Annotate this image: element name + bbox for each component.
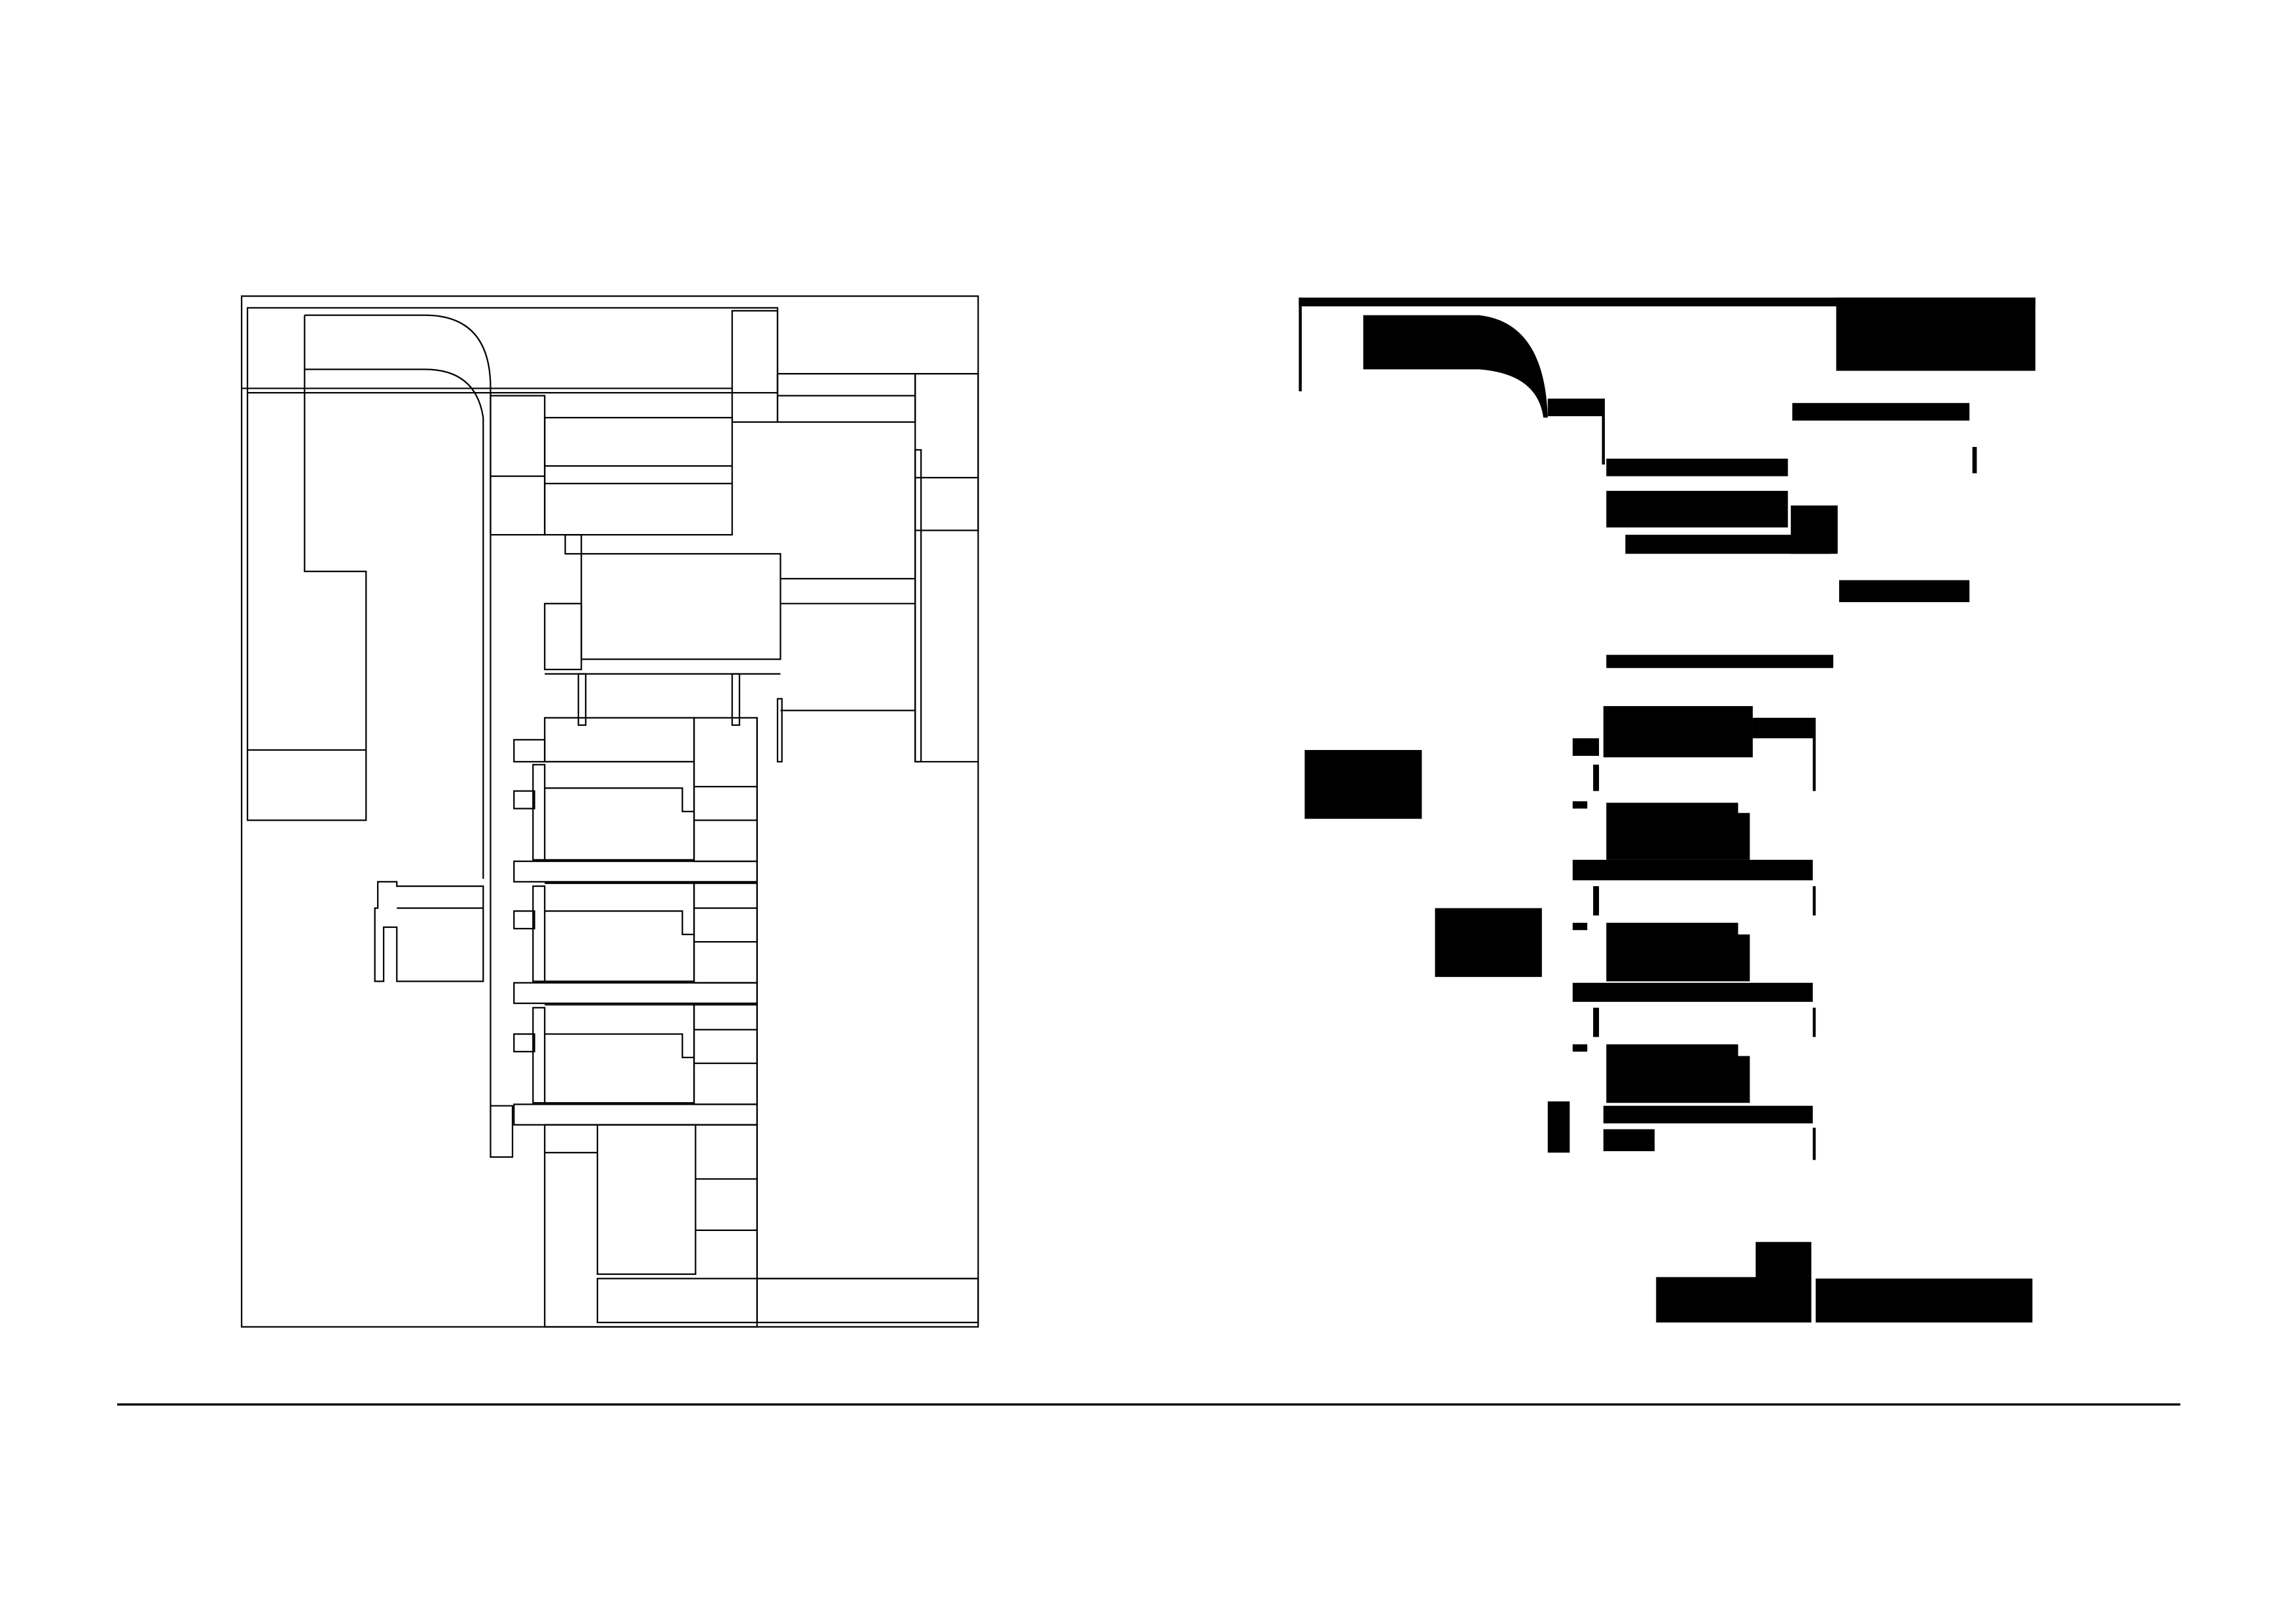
solid-bar-4 xyxy=(1625,535,1831,554)
unit-row-2 xyxy=(513,882,758,1005)
post-3 xyxy=(776,698,783,763)
unit-row-1 xyxy=(513,717,758,883)
solid-left-block xyxy=(1304,750,1422,819)
top-block-1 xyxy=(731,310,779,423)
solid-bar-7 xyxy=(1603,1129,1655,1152)
solid-post xyxy=(1547,1101,1570,1153)
solid-rounded-block xyxy=(1363,315,1548,418)
top-block-2 xyxy=(490,395,546,536)
left-stepped-block xyxy=(246,315,367,821)
solid-bar-2 xyxy=(1792,402,1970,421)
solid-bottom-right-bar xyxy=(1816,1278,2033,1323)
solid-left-tick xyxy=(1299,297,1302,391)
middle-left-box xyxy=(544,603,583,671)
solid-bar-6 xyxy=(1606,654,1834,668)
outline-plan-panel xyxy=(241,295,979,1328)
rounded-inner xyxy=(304,368,484,879)
right-column-outline xyxy=(914,530,978,763)
solid-bar-5 xyxy=(1839,580,1970,603)
unit-row-3 xyxy=(513,1004,758,1126)
solid-block-mid xyxy=(1606,491,1788,527)
top-block-3 xyxy=(544,417,733,536)
rounded-block xyxy=(304,314,514,1158)
right-upper-box xyxy=(914,372,979,531)
solid-unit-row-2 xyxy=(1572,886,1816,1002)
right-column-strip xyxy=(914,449,922,763)
middle-left-step xyxy=(564,534,583,555)
top-block-4 xyxy=(776,372,916,423)
solid-bottom-bar xyxy=(1656,1277,1812,1323)
solid-tick-1 xyxy=(1602,399,1605,465)
solid-unit-row-1 xyxy=(1572,705,1816,881)
bottom-inner xyxy=(596,1124,696,1275)
bottom-block xyxy=(544,1124,758,1328)
solid-bar-3 xyxy=(1606,458,1788,476)
middle-block xyxy=(581,553,781,660)
solid-bottom-post xyxy=(1755,1241,1812,1280)
solid-plan-panel xyxy=(1299,297,2036,1323)
solid-tick-2 xyxy=(1972,446,1977,474)
inner-boundary xyxy=(246,307,779,394)
left-wing xyxy=(374,881,484,982)
post-1 xyxy=(577,673,587,726)
post-2 xyxy=(731,673,740,726)
solid-wing xyxy=(1435,908,1542,977)
bottom-right-strip xyxy=(596,1277,979,1323)
solid-bar-1 xyxy=(1547,399,1605,416)
outer-boundary xyxy=(241,295,979,1328)
solid-unit-row-3 xyxy=(1572,1007,1816,1160)
solid-top-right-block xyxy=(1836,297,2036,371)
